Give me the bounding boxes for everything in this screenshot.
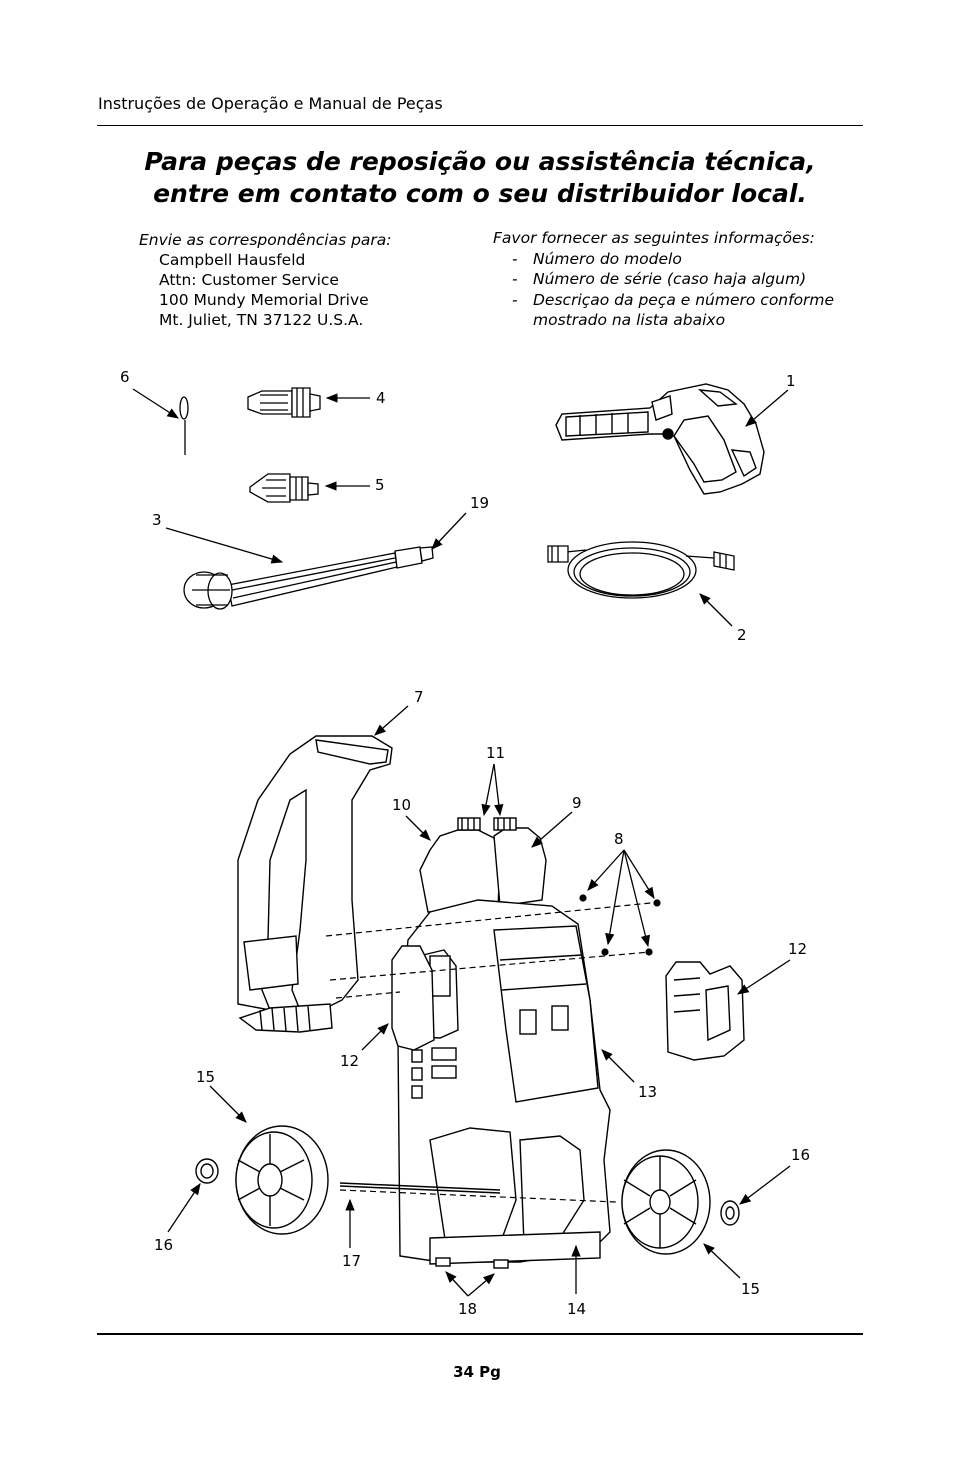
title-line-2: entre em contato com o seu distribuidor … [153,179,807,208]
callout-label: 4 [376,389,386,407]
hub-cap-right [720,1200,740,1226]
o-ring-part [179,396,189,455]
callout-label: 16 [791,1146,810,1164]
info-item-text: Número de série (caso haja algum) [533,270,807,288]
spray-wand-part [183,546,434,610]
callout-label: 13 [638,1083,657,1101]
info-item: -Descriçao da peça e número conforme mos… [493,290,863,331]
callout-label: 9 [572,794,582,812]
info-item: -Número do modelo [493,249,863,270]
screws [325,894,661,1203]
spray-gun-part [555,383,765,495]
wheel-left [235,1125,329,1235]
address-line: Mt. Juliet, TN 37122 U.S.A. [159,311,364,329]
info-intro: Favor fornecer as seguintes informações: [493,229,815,247]
footer-rule [97,1333,863,1335]
address-line: Attn: Customer Service [159,271,339,289]
dash: - [512,290,518,309]
hose-part [547,541,735,599]
running-header: Instruções de Operação e Manual de Peças [98,94,443,113]
callout-label: 7 [414,688,424,706]
axle-part [339,1182,501,1194]
nozzle-part-5 [249,473,319,503]
mailing-address: Envie as correspondências para: Campbell… [139,230,392,330]
callout-label: 15 [741,1280,760,1298]
dash: - [512,270,518,288]
callout-label: 5 [375,476,385,494]
callout-label: 8 [614,830,624,848]
info-item: -Número de série (caso haja algum) [493,269,863,290]
callout-label: 6 [120,368,130,386]
nozzle-part-4 [247,387,321,418]
detergent-tanks [419,817,547,913]
bracket-right [665,961,745,1061]
bracket-left [391,945,435,1051]
callout-label: 14 [567,1300,586,1318]
info-item-text: Número do modelo [533,249,682,268]
callout-arrows [132,388,791,1297]
callout-label: 12 [340,1052,359,1070]
dash: - [512,249,518,268]
callout-label: 2 [737,626,747,644]
handle-part [237,735,393,1033]
address-intro: Envie as correspondências para: [139,231,392,249]
callout-label: 17 [342,1252,361,1270]
address-line: 100 Mundy Memorial Drive [159,291,369,309]
hub-cap-left [195,1158,219,1184]
callout-label: 3 [152,511,162,529]
callout-label: 15 [196,1068,215,1086]
callout-label: 18 [458,1300,477,1318]
callout-label: 11 [486,744,505,762]
address-line: Campbell Hausfeld [159,251,306,269]
page-title: Para peças de reposição ou assistência t… [97,146,863,210]
wheel-right [621,1149,711,1255]
callout-label: 19 [470,494,489,512]
header-rule [97,125,863,126]
main-housing [397,899,611,1269]
title-line-1: Para peças de reposição ou assistência t… [144,147,816,176]
callout-label: 16 [154,1236,173,1254]
callout-label: 12 [788,940,807,958]
callout-label: 10 [392,796,411,814]
page-number: 34 Pg [453,1363,501,1381]
callout-label: 1 [786,372,796,390]
info-item-text: Descriçao da peça e número conforme most… [533,290,835,330]
required-info: Favor fornecer as seguintes informações:… [493,228,863,331]
